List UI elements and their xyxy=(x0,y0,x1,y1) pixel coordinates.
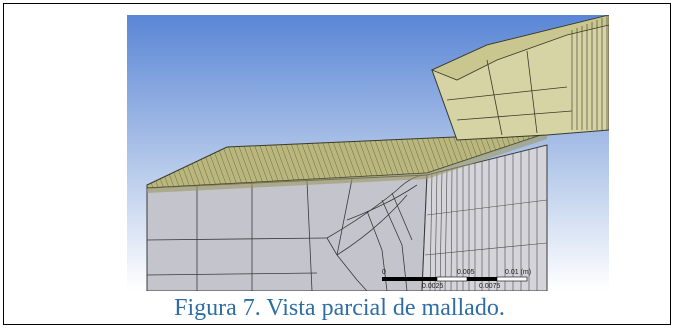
figure-frame xyxy=(3,3,671,325)
scale-label-005: 0.005 xyxy=(457,269,475,276)
mesh-figure: 0 0.005 0.01 (m) 0.0025 0.0075 xyxy=(127,15,609,291)
scale-label-001: 0.01 (m) xyxy=(505,269,531,276)
figure-caption: Figura 7. Vista parcial de mallado. xyxy=(174,295,505,321)
scale-bar: 0 0.005 0.01 (m) 0.0025 0.0075 xyxy=(382,269,531,290)
tool-block xyxy=(430,15,609,141)
scale-label-0: 0 xyxy=(382,269,386,276)
mesh-view-svg: 0 0.005 0.01 (m) 0.0025 0.0075 xyxy=(127,15,609,291)
scale-label-0025: 0.0025 xyxy=(422,283,444,290)
scale-label-0075: 0.0075 xyxy=(479,283,501,290)
